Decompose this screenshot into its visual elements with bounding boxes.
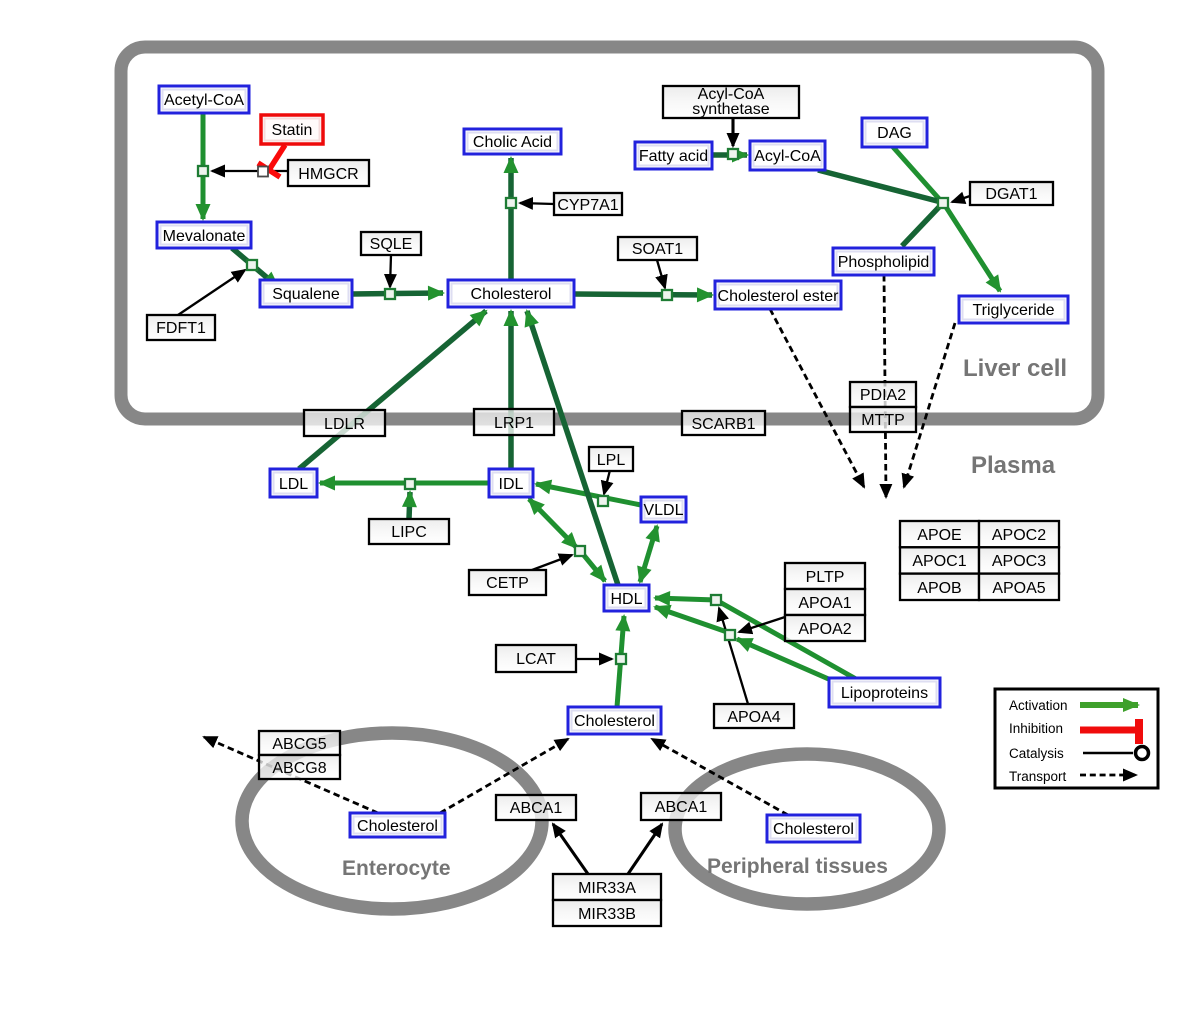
svg-text:Transport: Transport	[1009, 769, 1067, 784]
svg-text:APOE: APOE	[917, 527, 961, 544]
svg-text:LIPC: LIPC	[391, 524, 427, 541]
svg-text:DGAT1: DGAT1	[985, 186, 1037, 203]
svg-text:PDIA2: PDIA2	[860, 387, 906, 404]
svg-text:Cholesterol: Cholesterol	[357, 818, 438, 835]
svg-text:Plasma: Plasma	[971, 452, 1056, 479]
svg-text:FDFT1: FDFT1	[156, 320, 206, 337]
svg-text:LCAT: LCAT	[516, 651, 556, 668]
svg-text:SCARB1: SCARB1	[691, 416, 755, 433]
svg-text:LRP1: LRP1	[494, 415, 534, 432]
svg-text:Mevalonate: Mevalonate	[163, 228, 246, 245]
svg-text:CYP7A1: CYP7A1	[557, 197, 618, 214]
svg-text:Liver cell: Liver cell	[963, 355, 1067, 382]
svg-text:APOC2: APOC2	[992, 527, 1046, 544]
svg-text:Catalysis: Catalysis	[1009, 746, 1064, 761]
svg-text:Peripheral tissues: Peripheral tissues	[707, 855, 888, 878]
svg-text:IDL: IDL	[499, 476, 524, 493]
svg-text:Fatty acid: Fatty acid	[639, 148, 708, 165]
svg-text:APOC3: APOC3	[992, 553, 1046, 570]
svg-text:MIR33B: MIR33B	[578, 906, 636, 923]
svg-text:Lipoproteins: Lipoproteins	[841, 685, 928, 702]
svg-text:PLTP: PLTP	[806, 569, 845, 586]
svg-text:Acetyl-CoA: Acetyl-CoA	[164, 92, 244, 109]
svg-text:Acyl-CoA: Acyl-CoA	[754, 148, 821, 165]
svg-text:CETP: CETP	[486, 575, 529, 592]
svg-text:Statin: Statin	[272, 122, 313, 139]
svg-text:Inhibition: Inhibition	[1009, 721, 1063, 736]
svg-text:VLDL: VLDL	[643, 502, 683, 519]
svg-text:APOA1: APOA1	[798, 595, 851, 612]
svg-text:ABCG8: ABCG8	[272, 760, 326, 777]
svg-text:LDLR: LDLR	[324, 416, 365, 433]
svg-text:MTTP: MTTP	[861, 412, 905, 429]
svg-text:LPL: LPL	[597, 452, 626, 469]
svg-text:Phospholipid: Phospholipid	[838, 254, 930, 271]
svg-text:Cholesterol ester: Cholesterol ester	[718, 288, 840, 305]
svg-text:synthetase: synthetase	[692, 101, 769, 118]
svg-text:HDL: HDL	[610, 591, 642, 608]
svg-text:Enterocyte: Enterocyte	[342, 857, 451, 880]
svg-text:APOB: APOB	[917, 580, 961, 597]
svg-text:Triglyceride: Triglyceride	[972, 302, 1054, 319]
svg-text:ABCA1: ABCA1	[655, 799, 708, 816]
svg-text:APOA4: APOA4	[727, 709, 780, 726]
svg-text:APOA2: APOA2	[798, 621, 851, 638]
svg-text:HMGCR: HMGCR	[298, 166, 358, 183]
svg-text:Cholic Acid: Cholic Acid	[473, 134, 552, 151]
svg-text:APOA5: APOA5	[992, 580, 1045, 597]
svg-text:Cholesterol: Cholesterol	[471, 286, 552, 303]
svg-text:DAG: DAG	[877, 125, 912, 142]
svg-text:Squalene: Squalene	[272, 286, 340, 303]
svg-text:Cholesterol: Cholesterol	[574, 713, 655, 730]
svg-text:ABCG5: ABCG5	[272, 736, 326, 753]
svg-text:ABCA1: ABCA1	[510, 800, 563, 817]
svg-text:Activation: Activation	[1009, 698, 1068, 713]
svg-text:SQLE: SQLE	[370, 236, 413, 253]
svg-text:MIR33A: MIR33A	[578, 880, 636, 897]
svg-text:Cholesterol: Cholesterol	[773, 821, 854, 838]
svg-text:Acyl-CoA: Acyl-CoA	[698, 86, 765, 103]
svg-text:APOC1: APOC1	[912, 553, 966, 570]
svg-text:LDL: LDL	[279, 476, 308, 493]
svg-text:SOAT1: SOAT1	[632, 241, 683, 258]
